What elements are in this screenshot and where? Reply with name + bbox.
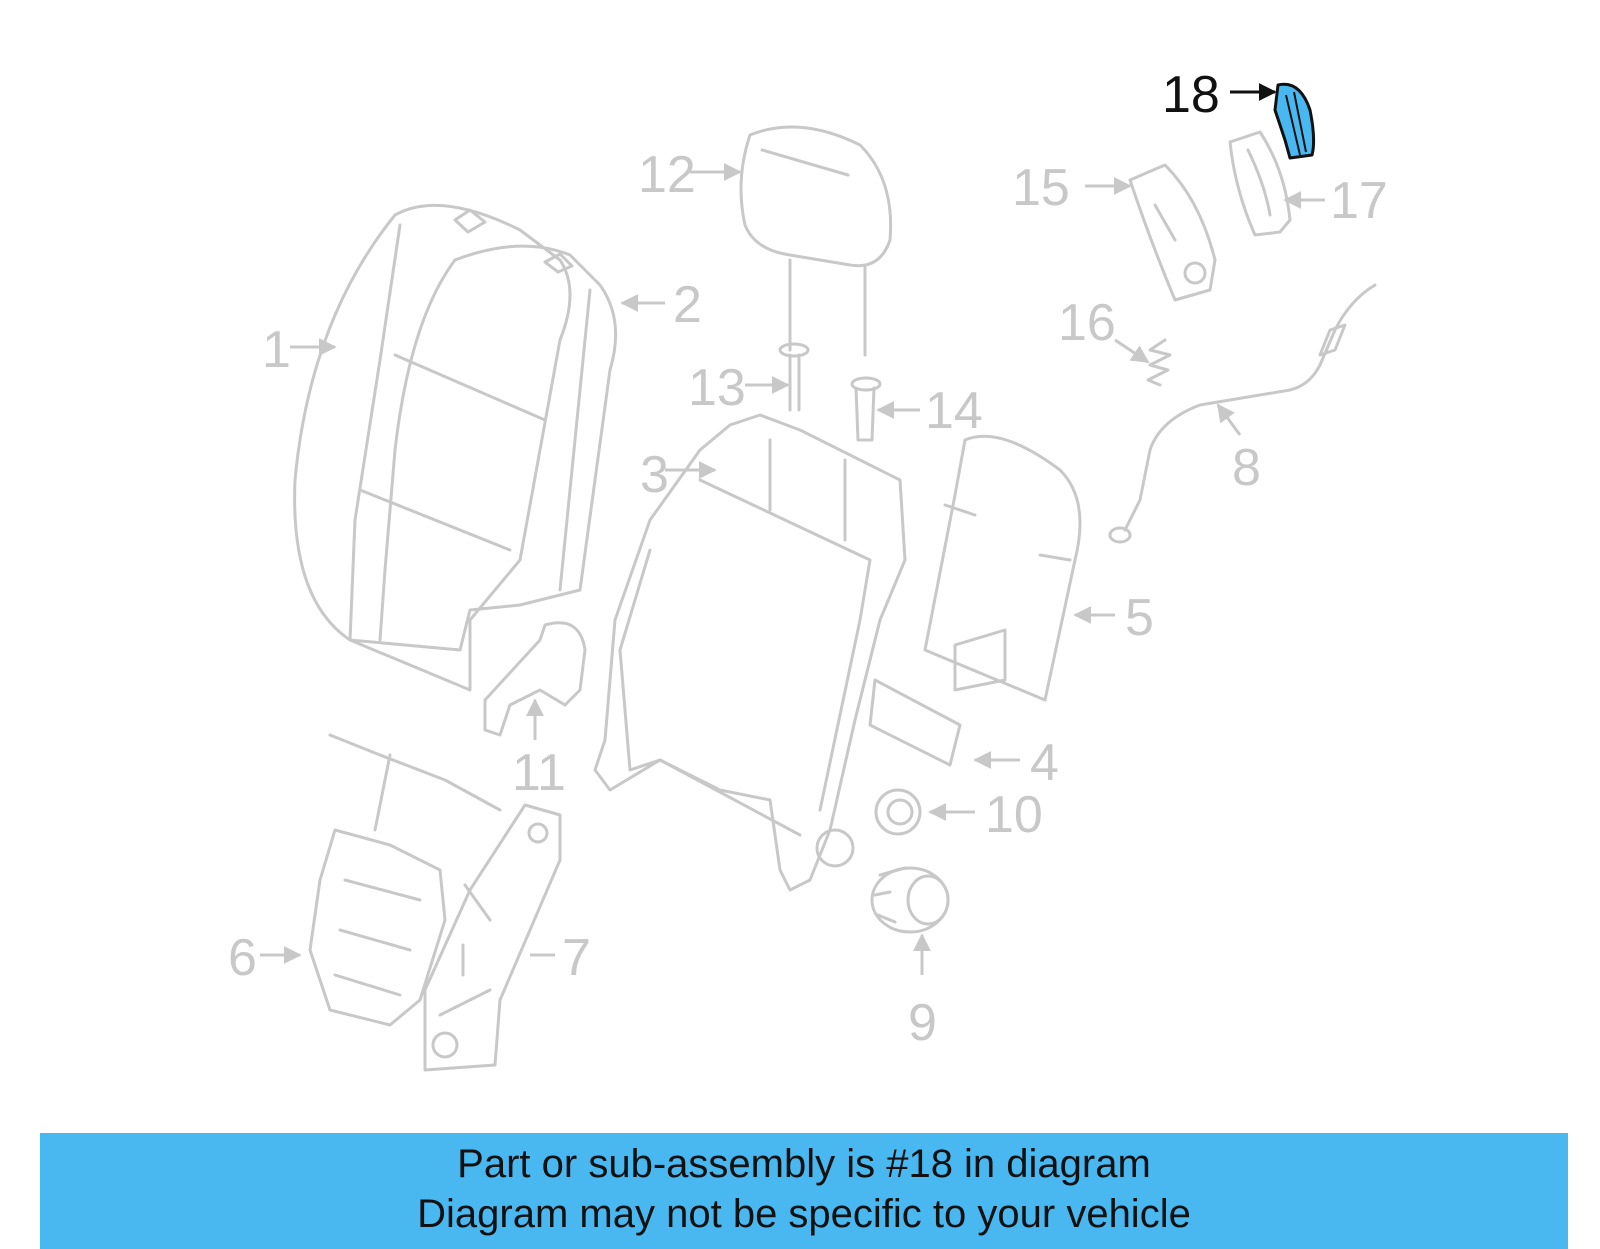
banner-line-2: Diagram may not be specific to your vehi… bbox=[417, 1192, 1191, 1236]
part-18-highlighted[interactable] bbox=[1273, 82, 1316, 160]
banner-line-1: Part or sub-assembly is #18 in diagram bbox=[457, 1142, 1151, 1186]
part-11-side-cover bbox=[483, 621, 587, 737]
part-14-guide bbox=[850, 376, 882, 442]
part-10-gear bbox=[874, 788, 922, 836]
callout-13: 13 bbox=[688, 359, 746, 417]
part-13-guide bbox=[778, 342, 810, 412]
part-9-knob bbox=[870, 866, 950, 934]
callout-17: 17 bbox=[1330, 172, 1388, 230]
callout-1: 1 bbox=[262, 321, 291, 379]
callout-3: 3 bbox=[640, 446, 669, 504]
callout-15: 15 bbox=[1012, 159, 1070, 217]
part-1-seatback-cushion bbox=[293, 203, 572, 692]
callout-arrows bbox=[260, 83, 1325, 975]
part-17-trim bbox=[1228, 130, 1292, 237]
info-banner: Part or sub-assembly is #18 in diagram D… bbox=[40, 1133, 1568, 1249]
callout-5: 5 bbox=[1125, 589, 1154, 647]
callout-4: 4 bbox=[1030, 734, 1059, 792]
callout-12: 12 bbox=[638, 146, 696, 204]
part-15-handle bbox=[1128, 163, 1217, 302]
part-3-seatback-frame bbox=[593, 413, 907, 892]
part-12-headrest bbox=[739, 125, 893, 357]
callout-6: 6 bbox=[228, 929, 257, 987]
callout-10: 10 bbox=[985, 786, 1043, 844]
callout-9: 9 bbox=[908, 994, 937, 1052]
part-4-bar bbox=[868, 678, 962, 767]
callout-11: 11 bbox=[512, 744, 566, 802]
callout-18: 18 bbox=[1162, 66, 1220, 124]
part-8-cable bbox=[1108, 283, 1377, 544]
part-5-back-panel bbox=[923, 434, 1082, 702]
callout-8: 8 bbox=[1232, 439, 1261, 497]
part-7-bracket bbox=[423, 803, 562, 1072]
part-2-seatback-cover bbox=[348, 244, 618, 652]
callout-16: 16 bbox=[1058, 294, 1116, 352]
part-16-spring bbox=[1146, 338, 1172, 387]
part-6-lumbar bbox=[308, 733, 502, 1027]
callout-2: 2 bbox=[673, 276, 702, 334]
callout-14: 14 bbox=[925, 382, 983, 440]
callout-7: 7 bbox=[562, 929, 591, 987]
